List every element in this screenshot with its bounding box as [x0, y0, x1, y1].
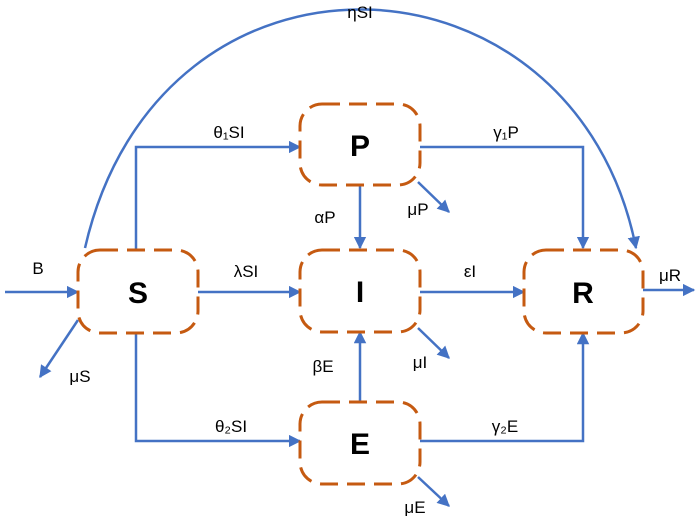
label-epsilon-i: εI: [464, 262, 476, 281]
arrow-mu-i: [417, 327, 450, 359]
node-e-label: E: [350, 428, 370, 461]
arrow-mu-e: [417, 476, 450, 507]
node-r: R: [522, 248, 645, 335]
node-i-label: I: [356, 276, 364, 309]
node-s-label: S: [128, 277, 148, 310]
node-e: E: [298, 400, 422, 486]
arrow-e-to-r: [420, 331, 590, 443]
arrow-s-to-r-eta: [83, 8, 640, 250]
label-gamma2-e: γ₂E: [492, 417, 518, 436]
arrow-s-to-p: [134, 140, 302, 250]
label-eta-si: ηSI: [347, 3, 373, 22]
node-p: P: [298, 102, 422, 187]
node-r-label: R: [572, 277, 594, 310]
label-lambda-si: λSI: [234, 262, 259, 281]
arrow-s-to-e: [134, 333, 302, 448]
label-mu-i: μI: [413, 353, 428, 372]
arrow-p-to-r: [420, 145, 590, 250]
label-mu-p: μP: [407, 200, 428, 219]
label-alpha-p: αP: [314, 208, 335, 227]
label-mu-s: μS: [69, 367, 90, 386]
label-b: B: [32, 259, 43, 278]
arrow-mu-s: [38, 319, 80, 379]
label-beta-e: βE: [312, 357, 333, 376]
node-p-label: P: [350, 130, 370, 163]
label-gamma1-p: γ₁P: [493, 123, 519, 142]
node-s: S: [76, 248, 200, 335]
node-i: I: [298, 248, 422, 334]
label-theta2-si: θ₂SI: [215, 417, 247, 436]
label-mu-e: μE: [404, 498, 425, 517]
label-mu-r: μR: [659, 266, 681, 285]
label-theta1-si: θ₁SI: [213, 123, 244, 142]
arrow-mu-p: [417, 181, 450, 213]
